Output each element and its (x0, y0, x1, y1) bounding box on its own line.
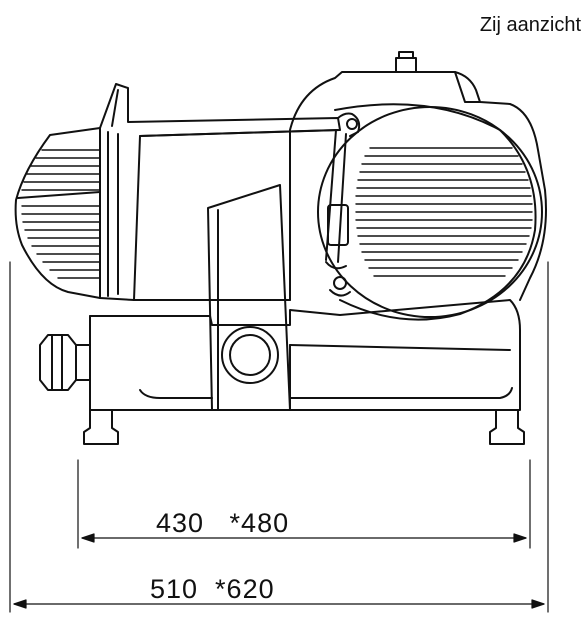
blade-cover-ribs (355, 147, 533, 277)
sharpener-knob (221, 326, 279, 384)
top-adjustment-knob (395, 51, 417, 73)
outer-arrow-left (13, 599, 27, 609)
machine-base (89, 299, 521, 411)
carriage-arm (325, 112, 361, 297)
motor-cooling-ribs (21, 149, 101, 279)
central-column (207, 184, 291, 411)
inner-arrow-left (81, 533, 95, 543)
outer-arrow-right (531, 599, 545, 609)
blade-disc (317, 103, 543, 321)
inner-arrow-right (513, 533, 527, 543)
outer-dimension-label: 510 *620 (150, 574, 275, 604)
machine-feet (83, 409, 525, 445)
blade-guard (289, 71, 547, 301)
motor-housing (14, 127, 101, 299)
thickness-adjustment-knob (39, 334, 91, 391)
product-carriage (99, 83, 341, 301)
view-title: Zij aanzicht (479, 14, 581, 36)
dimension-lines (9, 261, 549, 613)
inner-dimension-label: 430 *480 (156, 508, 289, 538)
